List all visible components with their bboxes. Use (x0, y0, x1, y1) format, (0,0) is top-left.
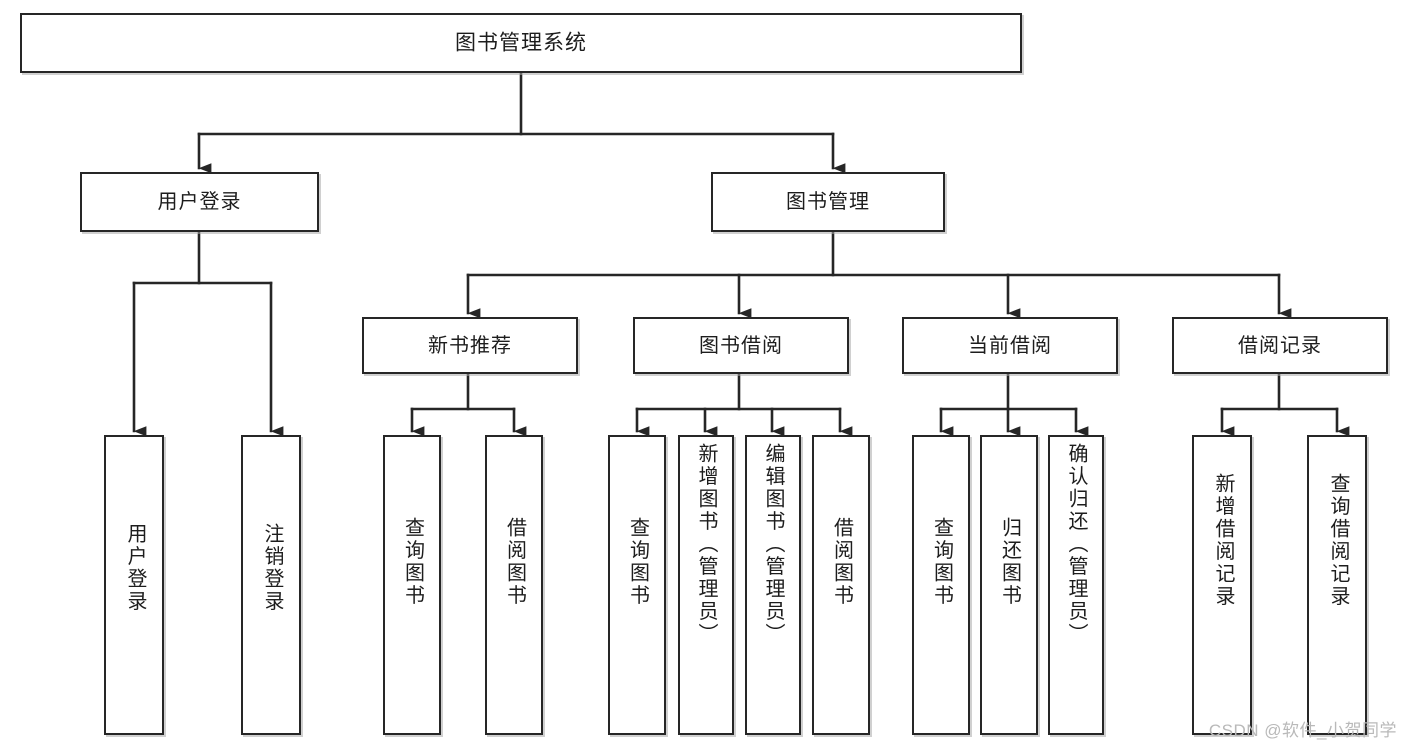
node-new-book-recommend[interactable]: 新书推荐 (362, 317, 578, 374)
node-label: 借阅图书 (830, 517, 853, 607)
node-label: 确认归还（管理员） (1065, 443, 1087, 646)
leaf-query-book-recommend[interactable]: 查询图书 (383, 435, 441, 735)
leaf-add-book-admin[interactable]: 新增图书（管理员） (678, 435, 734, 735)
node-label: 注销登录 (261, 523, 283, 613)
watermark: CSDN @软件_小贺同学 (1208, 721, 1397, 740)
node-borrow-record[interactable]: 借阅记录 (1172, 317, 1388, 374)
leaf-query-book-current[interactable]: 查询图书 (912, 435, 970, 735)
leaf-query-borrow-record[interactable]: 查询借阅记录 (1307, 435, 1367, 735)
node-label: 借阅图书 (503, 517, 526, 607)
node-label: 查询图书 (401, 517, 424, 607)
node-label: 编辑图书（管理员） (762, 443, 784, 646)
node-label: 图书借阅 (699, 334, 783, 357)
leaf-user-login[interactable]: 用户登录 (104, 435, 164, 735)
node-current-borrow[interactable]: 当前借阅 (902, 317, 1118, 374)
node-book-borrow[interactable]: 图书借阅 (633, 317, 849, 374)
node-label: 新书推荐 (428, 334, 512, 357)
node-label: 新增图书（管理员） (695, 443, 717, 646)
node-label: 用户登录 (157, 191, 242, 213)
node-user-login[interactable]: 用户登录 (80, 172, 319, 232)
node-label: 当前借阅 (968, 334, 1052, 357)
node-label: 借阅记录 (1238, 334, 1322, 357)
leaf-add-borrow-record[interactable]: 新增借阅记录 (1192, 435, 1252, 735)
leaf-borrow-book[interactable]: 借阅图书 (812, 435, 870, 735)
node-label: 查询借阅记录 (1327, 473, 1349, 608)
leaf-borrow-book-recommend[interactable]: 借阅图书 (485, 435, 543, 735)
leaf-logout[interactable]: 注销登录 (241, 435, 301, 735)
leaf-edit-book-admin[interactable]: 编辑图书（管理员） (745, 435, 801, 735)
node-label: 查询图书 (626, 517, 649, 607)
node-label: 查询图书 (930, 517, 953, 607)
node-root[interactable]: 图书管理系统 (20, 13, 1022, 73)
node-label: 用户登录 (124, 523, 146, 613)
node-book-management[interactable]: 图书管理 (711, 172, 945, 232)
node-label: 新增借阅记录 (1212, 473, 1234, 608)
node-label: 归还图书 (998, 517, 1021, 607)
leaf-query-book-borrow[interactable]: 查询图书 (608, 435, 666, 735)
node-label: 图书管理系统 (455, 31, 587, 55)
node-label: 图书管理 (786, 191, 870, 213)
leaf-return-book[interactable]: 归还图书 (980, 435, 1038, 735)
leaf-confirm-return-admin[interactable]: 确认归还（管理员） (1048, 435, 1104, 735)
